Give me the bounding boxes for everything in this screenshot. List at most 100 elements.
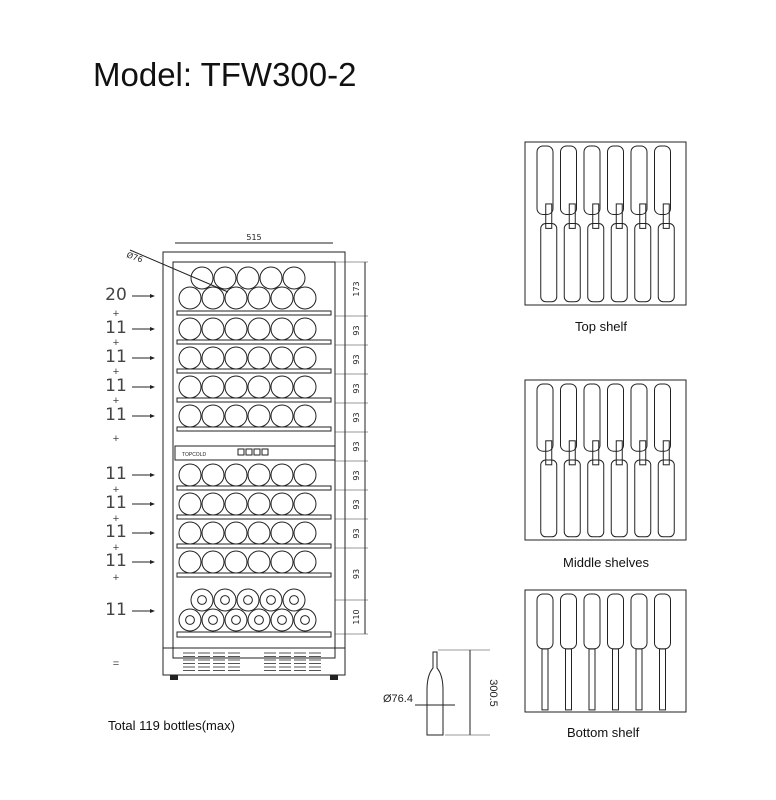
bottle: [560, 145, 577, 215]
row-count: 11: [105, 405, 127, 425]
bottle-base-neck: [277, 615, 287, 625]
bottle: [657, 459, 675, 538]
base-grille: [162, 647, 346, 676]
plus-sign: +: [112, 366, 120, 378]
bottle-base: [178, 608, 202, 632]
bottle-neck: [659, 648, 666, 711]
arrow-icon: [150, 473, 155, 477]
total-bottles-label: Total 119 bottles(max): [108, 718, 235, 733]
bottle: [536, 593, 554, 650]
bottle-diameter-label: Ø76.4: [383, 693, 413, 705]
bottle-neck: [565, 648, 572, 711]
plus-sign: +: [112, 513, 120, 525]
bottle-base-neck: [231, 615, 241, 625]
bottle-neck: [568, 203, 576, 229]
arrow-icon: [150, 502, 155, 506]
bottle: [540, 223, 558, 303]
bottom-shelf-view-frame: [524, 589, 687, 713]
bottle-end: [201, 404, 225, 428]
shelf: [176, 485, 332, 491]
bottle-end: [201, 492, 225, 516]
bottle-base-neck: [243, 595, 253, 605]
bottle-end: [270, 346, 294, 370]
bottle-neck: [545, 203, 553, 229]
bottle-end: [224, 317, 248, 341]
control-button: [237, 448, 245, 456]
bottle: [540, 459, 558, 538]
bottle-end: [224, 375, 248, 399]
middle-shelves-view: [524, 379, 687, 541]
bottle-end: [270, 550, 294, 574]
bottle-neck: [662, 440, 670, 466]
bottle-end: [213, 266, 237, 290]
bottle: [583, 383, 601, 452]
bottle-neck: [541, 648, 549, 711]
row-count: 11: [105, 551, 127, 571]
bottle-neck: [588, 648, 596, 711]
foot: [170, 675, 178, 680]
bottle-end: [293, 463, 317, 487]
bottle-end: [247, 404, 271, 428]
bottle-end: [293, 286, 317, 310]
bottle-end: [270, 286, 294, 310]
top-shelf-label: Top shelf: [575, 319, 628, 334]
bottle-end: [293, 521, 317, 545]
bottle: [563, 223, 581, 303]
bottle: [536, 145, 554, 215]
bottle-height-label: 300.5: [487, 679, 499, 707]
bottle-end: [201, 521, 225, 545]
height-dimension-label: 93: [352, 499, 361, 509]
width-dimension-label: 515: [246, 233, 261, 242]
shelf: [176, 572, 332, 578]
bottle-end: [247, 317, 271, 341]
row-count: 11: [105, 493, 127, 513]
bottle: [583, 145, 601, 215]
bottle-end: [224, 463, 248, 487]
bottle-end: [270, 375, 294, 399]
bottle-end: [293, 550, 317, 574]
bottle-base-neck: [266, 595, 276, 605]
arrow-icon: [150, 385, 155, 389]
bottle: [630, 383, 648, 452]
bottle-end: [247, 492, 271, 516]
bottle-end: [247, 375, 271, 399]
bottle: [657, 223, 675, 303]
bottle-neck: [568, 440, 576, 466]
bottle-neck: [592, 203, 600, 229]
bottle-end: [247, 521, 271, 545]
bottle-end: [293, 317, 317, 341]
bottle-end: [224, 286, 248, 310]
plus-sign: +: [112, 308, 120, 320]
bottle-base: [190, 588, 214, 612]
control-button: [245, 448, 253, 456]
bottle-end: [201, 463, 225, 487]
bottle: [634, 459, 652, 538]
bottle: [607, 593, 624, 650]
bottle: [654, 145, 671, 215]
control-button: [253, 448, 261, 456]
bottle: [587, 459, 605, 538]
bottle: [654, 383, 671, 452]
bottle-end: [270, 463, 294, 487]
bottle: [607, 145, 624, 215]
bottle-end: [201, 317, 225, 341]
plus-sign: +: [112, 395, 120, 407]
row-count: 11: [105, 318, 127, 338]
bottle-base: [224, 608, 248, 632]
top-shelf-view-frame: [524, 141, 687, 306]
bottle: [560, 593, 577, 650]
arrow-icon: [150, 414, 155, 418]
bottle-base: [282, 588, 306, 612]
diameter-leader: [129, 249, 229, 293]
arrow-icon: [150, 560, 155, 564]
bottle-end: [270, 521, 294, 545]
row-count: 11: [105, 376, 127, 396]
bottle-base: [201, 608, 225, 632]
shelf: [176, 397, 332, 403]
bottle-end: [178, 521, 202, 545]
bottle-end: [236, 266, 260, 290]
bottle-base-neck: [185, 615, 195, 625]
bottle: [560, 383, 577, 452]
bottle-end: [270, 317, 294, 341]
bottle-end: [293, 492, 317, 516]
